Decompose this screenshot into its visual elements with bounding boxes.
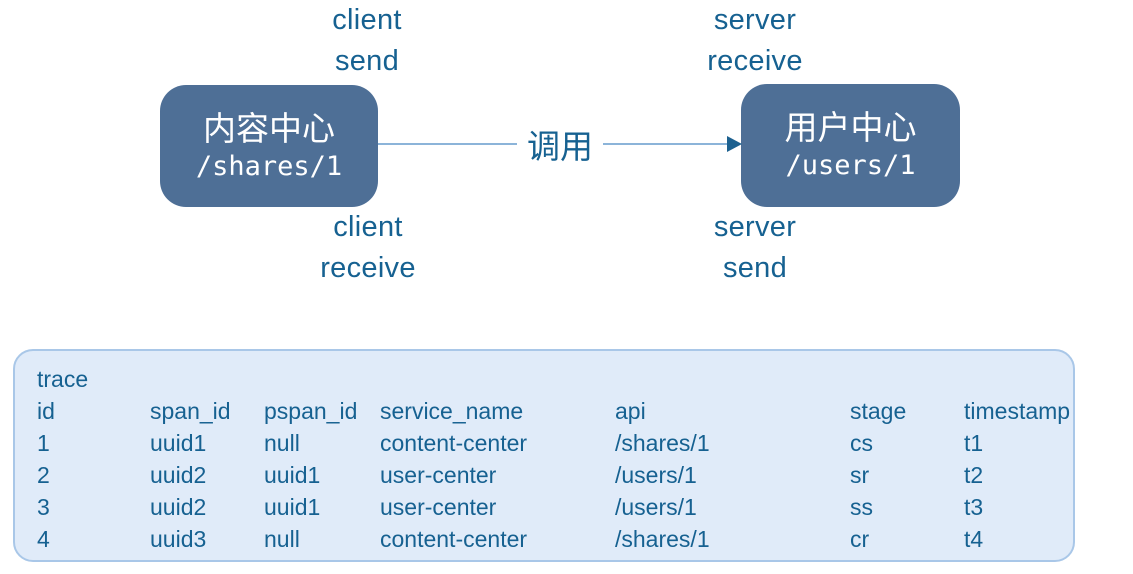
- label-line: send: [334, 45, 400, 77]
- header-cell: api: [615, 398, 646, 424]
- table-cell: uuid1: [264, 494, 321, 520]
- table-row: 3 uuid2 uuid1 user-center /users/1 ss t3: [37, 491, 1073, 523]
- arrowhead-icon: [727, 136, 742, 152]
- table-cell: user-center: [380, 462, 497, 488]
- header-cell: pspan_id: [264, 398, 358, 424]
- table-cell: uuid3: [150, 526, 207, 552]
- table-cell: /users/1: [615, 494, 697, 520]
- node-title: 内容中心: [203, 109, 335, 147]
- table-cell: user-center: [380, 494, 497, 520]
- trace-table-panel: trace id span_id pspan_id service_name a…: [13, 349, 1075, 562]
- table-cell: uuid2: [150, 462, 207, 488]
- table-cell: content-center: [380, 526, 528, 552]
- header-cell: id: [37, 398, 55, 424]
- table-cell: cr: [850, 526, 870, 552]
- call-edge-label: 调用: [517, 120, 603, 168]
- table-cell: null: [264, 526, 300, 552]
- table-cell: /users/1: [615, 462, 697, 488]
- table-cell: null: [264, 430, 300, 456]
- table-cell: content-center: [380, 430, 528, 456]
- node-path: /shares/1: [195, 150, 343, 182]
- label-line: server: [713, 211, 797, 243]
- label-line: client: [332, 4, 402, 36]
- node-user-center: 用户中心 /users/1: [741, 84, 960, 207]
- node-path: /users/1: [785, 150, 916, 182]
- table-cell: ss: [850, 494, 873, 520]
- table-row: 4 uuid3 null content-center /shares/1 cr…: [37, 523, 1073, 555]
- header-cell: span_id: [150, 398, 231, 424]
- label-server-send: server send: [645, 207, 865, 289]
- table-cell: t4: [964, 526, 984, 552]
- table-cell: 1: [37, 430, 50, 456]
- table-cell: uuid2: [150, 494, 207, 520]
- label-line: server: [713, 4, 797, 36]
- label-client-send: client send: [257, 0, 477, 82]
- label-server-receive: server receive: [645, 0, 865, 82]
- table-cell: uuid1: [264, 462, 321, 488]
- table-header-trace: trace: [37, 363, 1073, 395]
- table-cell: sr: [850, 462, 870, 488]
- table-cell: /shares/1: [615, 526, 710, 552]
- label-line: send: [722, 252, 788, 284]
- header-cell: trace: [37, 366, 89, 392]
- table-cell: uuid1: [150, 430, 207, 456]
- table-row: 1 uuid1 null content-center /shares/1 cs…: [37, 427, 1073, 459]
- table-cell: 2: [37, 462, 50, 488]
- table-header-row: id span_id pspan_id service_name api sta…: [37, 395, 1073, 427]
- table-cell: cs: [850, 430, 873, 456]
- table-cell: 3: [37, 494, 50, 520]
- header-cell: service_name: [380, 398, 524, 424]
- table-cell: t3: [964, 494, 984, 520]
- header-cell: timestamp: [964, 398, 1071, 424]
- label-line: client: [333, 211, 403, 243]
- table-cell: 4: [37, 526, 50, 552]
- label-line: receive: [707, 45, 803, 77]
- node-title: 用户中心: [784, 109, 917, 146]
- table-cell: t1: [964, 430, 984, 456]
- header-cell: stage: [850, 398, 907, 424]
- label-line: receive: [320, 252, 416, 284]
- table-cell: t2: [964, 462, 984, 488]
- node-content-center: 内容中心 /shares/1: [160, 85, 378, 207]
- table-cell: /shares/1: [615, 430, 710, 456]
- label-client-receive: client receive: [258, 207, 478, 289]
- table-row: 2 uuid2 uuid1 user-center /users/1 sr t2: [37, 459, 1073, 491]
